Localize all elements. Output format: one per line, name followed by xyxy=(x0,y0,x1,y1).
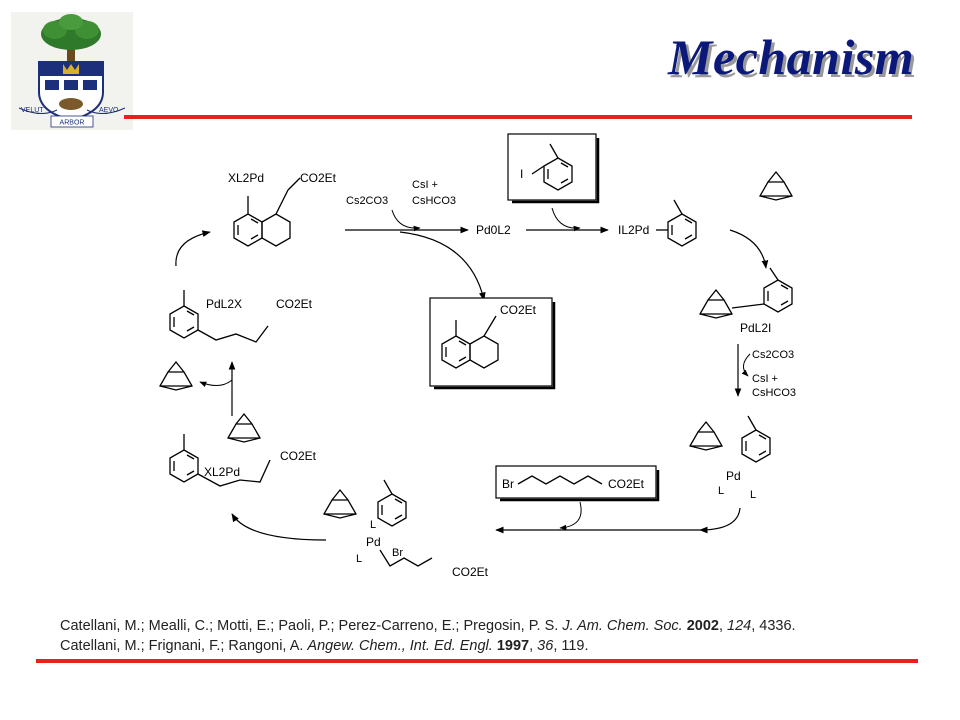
label-pdl2i: PdL2I xyxy=(740,321,771,335)
arrow-reagent-in-top xyxy=(391,209,421,232)
label-pdl2x: PdL2X xyxy=(206,297,242,311)
species-cyclized-pd: XL2Pd CO2Et xyxy=(169,413,317,487)
tree-icon xyxy=(41,14,101,68)
label-iodo-i: I xyxy=(520,167,523,181)
motto-left: VELUT xyxy=(21,107,44,114)
box-bromoester: Br CO2Et xyxy=(495,465,660,502)
species-pd-iv: Pd L L Br CO2Et xyxy=(323,479,489,579)
arrow-reagent-right xyxy=(741,353,751,377)
species-alkylpd-tetralin: XL2Pd CO2Et xyxy=(228,171,337,246)
reagent-cs2co3-right: Cs2CO3 xyxy=(752,349,794,361)
label-palladacycle-l1: L xyxy=(718,485,724,497)
label-bromoester-ester: CO2Et xyxy=(608,477,645,491)
motto-bottom: ARBOR xyxy=(60,120,85,127)
arrow-iodo-in xyxy=(551,207,581,232)
catalytic-cycle-diagram: XL2Pd CO2Et Cs2CO3 CsI + CsHCO3 Pd0L2 I … xyxy=(159,133,796,579)
species-aryl-pdl2x: PdL2X CO2Et xyxy=(169,290,313,343)
label-xl2pd-bottom: XL2Pd xyxy=(204,465,240,479)
norbornene-released xyxy=(159,361,193,391)
university-crest-logo: VELUT AEVO ARBOR xyxy=(11,12,133,130)
arrow-right-bottom xyxy=(699,507,741,534)
label-il2pd: IL2Pd xyxy=(618,223,649,237)
arrow-to-product xyxy=(399,231,486,301)
box-iodotoluene: I xyxy=(507,133,600,204)
label-pdiv-l1: L xyxy=(370,519,376,531)
label-co2et-bottom: CO2Et xyxy=(280,449,317,463)
reference-2: Catellani, M.; Frignani, F.; Rangoni, A.… xyxy=(60,638,589,654)
box-product: CO2Et xyxy=(429,297,556,390)
page-title: Mechanism xyxy=(668,29,915,85)
label-co2et-left: CO2Et xyxy=(276,297,313,311)
label-co2et-top: CO2Et xyxy=(300,171,337,185)
references: Catellani, M.; Mealli, C.; Motti, E.; Pa… xyxy=(60,616,796,656)
reagent-csi-right-2: CsHCO3 xyxy=(752,387,796,399)
footer-divider xyxy=(36,659,918,663)
arrow-bromoester-in xyxy=(559,501,582,531)
species-palladacycle: Pd L L xyxy=(689,415,771,501)
label-bromoester-br: Br xyxy=(502,477,514,491)
label-pd0l2: Pd0L2 xyxy=(476,223,511,237)
label-pdiv-br: Br xyxy=(392,547,403,559)
reagent-csi-top-1: CsI + xyxy=(412,179,438,191)
label-pdiv-pd: Pd xyxy=(366,535,381,549)
arrow-bottom-left xyxy=(231,513,327,541)
arrow-left-up-upper xyxy=(175,230,211,267)
reagent-csi-top-2: CsHCO3 xyxy=(412,195,456,207)
label-xl2pd-top: XL2Pd xyxy=(228,171,264,185)
reagent-cs2co3-top: Cs2CO3 xyxy=(346,195,388,207)
arrow-norbornene-in xyxy=(729,229,769,269)
motto-right: AEVO xyxy=(99,107,119,114)
label-palladacycle-pd: Pd xyxy=(726,469,741,483)
arrow-norbornene-out xyxy=(199,379,233,387)
label-pdiv-l2: L xyxy=(356,553,362,565)
species-norbornyl-pd: PdL2I xyxy=(699,267,793,335)
label-product-ester: CO2Et xyxy=(500,303,537,317)
label-palladacycle-l2: L xyxy=(750,489,756,501)
reference-1: Catellani, M.; Mealli, C.; Motti, E.; Pa… xyxy=(60,618,796,634)
reagent-csi-right-1: CsI + xyxy=(752,373,778,385)
species-arylpd: IL2Pd xyxy=(618,199,697,247)
norbornene-top-right xyxy=(759,171,793,201)
header-divider xyxy=(124,115,912,119)
label-pdiv-ester: CO2Et xyxy=(452,565,489,579)
shield-icon xyxy=(38,61,104,122)
